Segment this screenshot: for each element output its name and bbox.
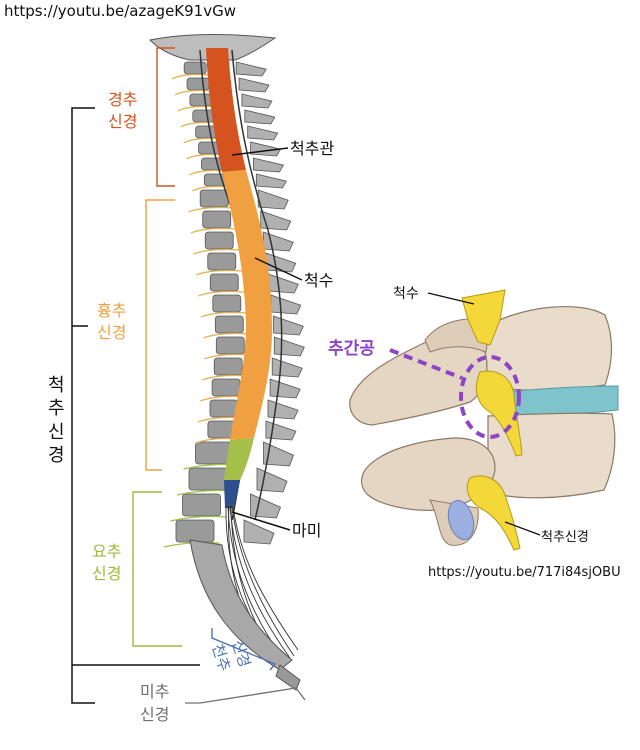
group-label-4: 경 bbox=[48, 445, 65, 466]
spinous-process bbox=[272, 315, 304, 336]
vertebra-body bbox=[188, 467, 228, 491]
spinous-process bbox=[238, 77, 270, 93]
nerve-branch bbox=[190, 227, 237, 234]
nerve-branch bbox=[203, 332, 250, 339]
skull-base bbox=[148, 33, 277, 61]
left-spine-figure: 척 추 신 경 경추 신경 흉추 신경 요추 신경 천추 신경 미추 신경 척추… bbox=[48, 33, 334, 724]
foramen-leader bbox=[389, 348, 463, 380]
spinous-process bbox=[265, 252, 297, 273]
group-label-3: 신 bbox=[48, 422, 65, 443]
spinous-process bbox=[244, 109, 276, 125]
spinous-process bbox=[267, 399, 299, 420]
spinal-nerves-bracket bbox=[71, 107, 200, 704]
vertebra-body bbox=[209, 273, 239, 292]
spinal-canal-label: 척추관 bbox=[290, 139, 334, 158]
lumbar-label-line2: 신경 bbox=[92, 564, 121, 583]
spinous-process bbox=[273, 336, 305, 357]
vertebra-body bbox=[204, 231, 234, 250]
spinous-process bbox=[250, 493, 282, 519]
thoracic-bracket bbox=[145, 199, 175, 471]
coccyx bbox=[275, 664, 301, 691]
spinal-cord-conus bbox=[224, 480, 240, 508]
cauda-equina-label: 마미 bbox=[292, 521, 321, 540]
vertebra-body bbox=[209, 399, 239, 418]
spinal-cord-cervical bbox=[206, 48, 246, 172]
lower-spinal-nerve bbox=[466, 475, 521, 551]
thoracic-label-line2: 신경 bbox=[97, 323, 126, 342]
vertebra-body bbox=[199, 189, 229, 208]
vertebra-body bbox=[212, 294, 242, 313]
top-url: https://youtu.be/azageK91vGw bbox=[4, 2, 236, 20]
vertebra-body bbox=[202, 210, 232, 229]
foramen-nerve bbox=[475, 370, 523, 457]
nerve-branch bbox=[171, 73, 213, 80]
nerve-branch bbox=[170, 515, 227, 522]
spinous-process bbox=[263, 441, 295, 467]
vertebra-body bbox=[215, 336, 245, 355]
vertebra-body bbox=[183, 61, 207, 75]
coccygeal-label-line1: 미추 bbox=[140, 682, 169, 701]
spinal-canal-leader bbox=[231, 147, 289, 156]
vertebra-body bbox=[186, 77, 210, 91]
vertebra-body bbox=[189, 93, 213, 107]
spinal-nerve-leader bbox=[504, 521, 541, 536]
facet-joint bbox=[447, 499, 475, 541]
spinous-process bbox=[262, 231, 294, 252]
coccygeal-label-line2: 신경 bbox=[140, 705, 169, 724]
spinal-nerve-label: 척추신경 bbox=[541, 530, 589, 545]
vertebra-body bbox=[182, 493, 221, 517]
nerve-branch bbox=[195, 269, 242, 276]
spinous-process bbox=[271, 357, 303, 378]
intervertebral-disc bbox=[504, 385, 619, 416]
spinous-process bbox=[265, 420, 297, 441]
spinal-cord-leader bbox=[254, 257, 303, 281]
spinal-cord-thoracic bbox=[222, 170, 272, 440]
cervical-label-line1: 경추 bbox=[108, 90, 137, 109]
group-label-2: 추 bbox=[48, 398, 65, 419]
nerve-branch bbox=[200, 311, 247, 318]
right-spinal-cord-label: 척수 bbox=[393, 286, 419, 302]
spinous-process bbox=[235, 61, 267, 77]
spinous-process bbox=[250, 141, 282, 157]
lumbar-label-line1: 요추 bbox=[92, 542, 121, 561]
cauda-equina-leader bbox=[231, 511, 291, 531]
nerve-branch bbox=[193, 248, 240, 255]
sacral-bracket bbox=[211, 628, 277, 671]
spinous-process bbox=[270, 294, 302, 315]
foramen-label: 추간공 bbox=[328, 339, 375, 359]
vertebra-body bbox=[213, 357, 243, 376]
spinous-process bbox=[241, 93, 273, 109]
vertebra-body bbox=[175, 519, 215, 543]
coccygeal-pointer bbox=[185, 687, 306, 704]
spinous-process bbox=[253, 157, 285, 173]
spinous-process bbox=[257, 189, 289, 210]
spinous-process bbox=[269, 378, 301, 399]
bottom-url: https://youtu.be/717i84sjOBU bbox=[428, 565, 621, 580]
spinal-cord-lumbar bbox=[224, 438, 254, 480]
vertebra-body bbox=[211, 378, 241, 397]
spinous-process bbox=[255, 173, 287, 189]
thoracic-label-line1: 흉추 bbox=[97, 301, 126, 320]
group-label-1: 척 bbox=[48, 375, 65, 396]
nerve-branch bbox=[187, 206, 235, 213]
lumbar-bracket bbox=[132, 491, 182, 647]
foramen-highlight bbox=[459, 355, 521, 439]
spinous-process bbox=[243, 519, 275, 545]
vertebra-body bbox=[214, 315, 244, 334]
spinous-process bbox=[247, 125, 279, 141]
spinal-cord-label: 척수 bbox=[304, 271, 333, 290]
vertebra-body bbox=[207, 252, 237, 271]
spinous-process bbox=[260, 210, 292, 231]
cervical-label-line2: 신경 bbox=[108, 112, 137, 131]
cervical-bracket bbox=[156, 47, 175, 187]
nerve-branch bbox=[198, 290, 245, 297]
right-vertebra-figure: 추간공 척수 척추신경 https://youtu.be/717i84sjOBU bbox=[328, 286, 621, 580]
right-spinal-cord-leader bbox=[427, 292, 475, 305]
